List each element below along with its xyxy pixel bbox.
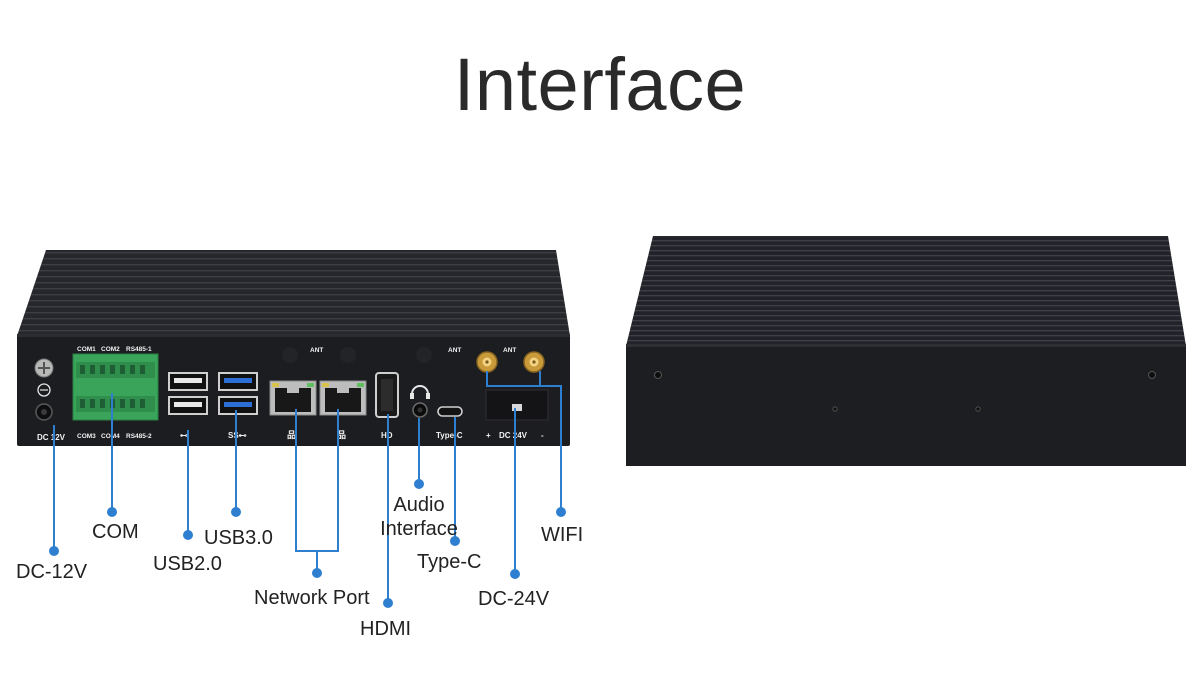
device-side-view <box>626 236 1186 466</box>
dc12v-jack <box>35 403 53 421</box>
hdmi-label: HDMI <box>360 618 412 640</box>
panel-lan1-symbol: 品 <box>287 430 296 440</box>
panel-com4-text: COM4 <box>101 433 120 440</box>
panel-lan2-symbol: 品 <box>337 430 346 440</box>
lan-ports <box>269 380 367 416</box>
com-terminal-block <box>72 353 159 421</box>
panel-ant-text-3: ANT <box>503 347 516 354</box>
audio-jack <box>410 385 430 418</box>
dc12v-label: DC-12V <box>16 561 88 583</box>
panel-com1-text: COM1 <box>77 346 96 353</box>
panel-dc12v-text: DC 12V <box>37 433 66 442</box>
dc24v-terminal <box>485 389 549 421</box>
ground-screw-icon <box>34 358 54 397</box>
panel-com3-text: COM3 <box>77 433 96 440</box>
typec-label: Type-C <box>417 551 482 573</box>
panel-dc24v-text: DC 24V <box>499 431 528 440</box>
panel-rs485-2-text: RS485-2 <box>126 433 152 440</box>
panel-usb3-symbol: SS⊷ <box>228 431 247 440</box>
usb30-label: USB3.0 <box>204 527 273 549</box>
panel-minus-text: - <box>541 431 544 440</box>
panel-com2-text: COM2 <box>101 346 120 353</box>
front-chassis-top <box>17 250 570 336</box>
panel-plus-text: + <box>486 431 491 440</box>
usb2-ports <box>168 372 208 415</box>
panel-hd-text: HD <box>381 431 393 440</box>
wifi-antenna-connectors <box>476 351 545 373</box>
hdmi-port <box>375 372 399 418</box>
network-port-label: Network Port <box>254 587 370 609</box>
panel-rs485-1-text: RS485-1 <box>126 346 152 353</box>
panel-ant-text-1: ANT <box>310 347 323 354</box>
audio-interface-label: Audio Interface <box>380 494 458 540</box>
com-label: COM <box>92 521 139 543</box>
dc24v-label: DC-24V <box>478 588 550 610</box>
panel-usb2-symbol: ⊷ <box>180 431 188 440</box>
usb3-ports <box>218 372 258 415</box>
typec-port <box>437 406 463 417</box>
panel-ant-text-2: ANT <box>448 347 461 354</box>
callout-dots <box>49 479 566 608</box>
wifi-label: WIFI <box>541 524 584 546</box>
panel-typec-text: Type-C <box>436 431 463 440</box>
page-title: Interface <box>453 43 747 126</box>
usb20-label: USB2.0 <box>153 553 222 575</box>
callout-lines <box>53 371 562 603</box>
